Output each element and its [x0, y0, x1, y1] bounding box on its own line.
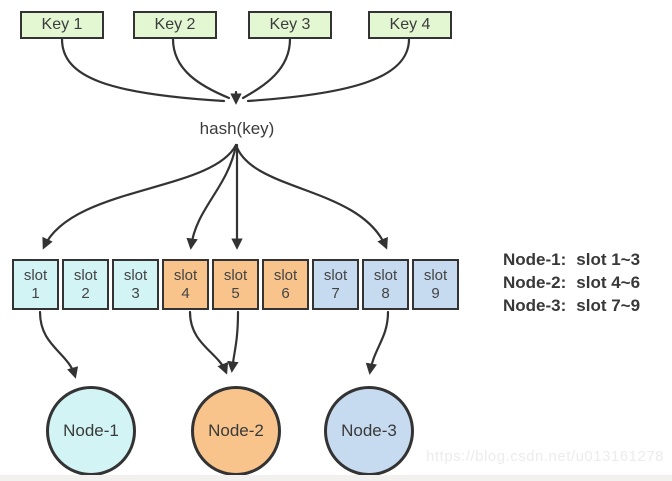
arrow-key2-to-hash [171, 37, 231, 100]
key-box-2: Key 2 [133, 11, 217, 39]
node-circle-1: Node-1 [46, 386, 136, 476]
key-box-3: Key 3 [248, 11, 332, 39]
slot-number: 1 [31, 284, 40, 302]
legend-node-name: Node-2: [503, 273, 567, 292]
slot-cell-7: slot 7 [312, 259, 359, 310]
node-circle-2: Node-2 [191, 386, 281, 476]
slot-number: 3 [131, 284, 140, 302]
key-box-4: Key 4 [368, 11, 452, 39]
legend-item-node1: Node-1: slot 1~3 [503, 248, 640, 271]
slot-cell-1: slot 1 [12, 259, 59, 310]
legend-node-name: Node-1: [503, 250, 567, 269]
node-circle-3: Node-3 [324, 386, 414, 476]
slot-number: 5 [231, 284, 240, 302]
arrow-slot8-to-node3 [365, 310, 390, 375]
slot-number: 6 [281, 284, 290, 302]
arrow-key1-to-hash [60, 37, 226, 103]
legend-slot-range: slot 7~9 [576, 296, 641, 315]
slot-number: 9 [431, 284, 440, 302]
slot-word: slot [423, 266, 448, 284]
key-box-1: Key 1 [20, 11, 104, 39]
slot-cell-2: slot 2 [62, 259, 109, 310]
slot-cell-8: slot 8 [362, 259, 409, 310]
slot-word: slot [273, 266, 298, 284]
slot-word: slot [123, 266, 148, 284]
slot-word: slot [373, 266, 398, 284]
slot-cell-5: slot 5 [212, 259, 259, 310]
slot-number: 4 [181, 284, 190, 302]
slot-number: 7 [331, 284, 340, 302]
legend-item-node3: Node-3: slot 7~9 [503, 294, 640, 317]
legend-slot-range: slot 4~6 [576, 273, 641, 292]
legend-slot-range: slot 1~3 [576, 250, 641, 269]
arrow-slot1-to-node1 [38, 310, 79, 379]
slot-array: slot 1 slot 2 slot 3 slot 4 slot 5 slot … [12, 259, 459, 310]
slot-assignment-legend: Node-1: slot 1~3 Node-2: slot 4~6 Node-3… [503, 248, 640, 317]
legend-item-node2: Node-2: slot 4~6 [503, 271, 640, 294]
bottom-strip [0, 475, 672, 481]
arrow-hash-to-slot8 [234, 143, 388, 250]
arrow-key3-to-hash [241, 37, 292, 100]
slot-word: slot [323, 266, 348, 284]
arrow-key4-to-hash [246, 37, 411, 103]
hash-function-label: hash(key) [199, 119, 275, 138]
slot-cell-6: slot 6 [262, 259, 309, 310]
slot-cell-9: slot 9 [412, 259, 459, 310]
arrow-slot4-to-node2 [188, 310, 229, 375]
slot-number: 2 [81, 284, 90, 302]
slot-word: slot [23, 266, 48, 284]
arrow-slot5-to-node2 [227, 310, 240, 373]
legend-node-name: Node-3: [503, 296, 567, 315]
slot-word: slot [73, 266, 98, 284]
slot-word: slot [173, 266, 198, 284]
slot-cell-4: slot 4 [162, 259, 209, 310]
slot-cell-3: slot 3 [112, 259, 159, 310]
slot-number: 8 [381, 284, 390, 302]
watermark-url: https://blog.csdn.net/u013161278 [426, 448, 664, 465]
slot-word: slot [223, 266, 248, 284]
arrow-hash-to-slot4 [186, 143, 238, 250]
arrow-hash-to-slot1 [42, 143, 238, 250]
